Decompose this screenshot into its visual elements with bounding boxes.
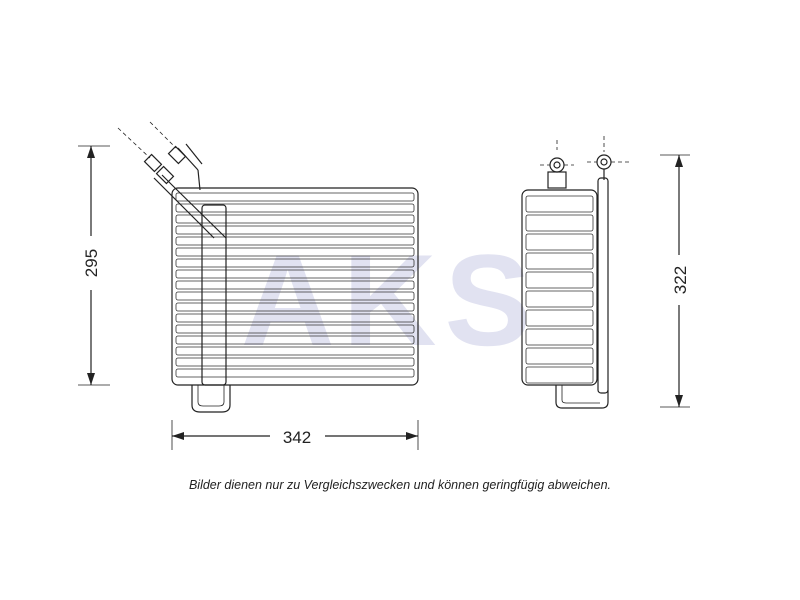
front-tube-row	[175, 269, 415, 279]
front-tube-rows	[175, 192, 415, 378]
pipe-fittings-front	[117, 121, 203, 191]
side-tube-row	[525, 328, 594, 346]
evaporator-side-view	[521, 136, 632, 409]
front-tube-row	[175, 324, 415, 334]
front-tube-row	[175, 192, 415, 202]
side-tube-row	[525, 214, 594, 232]
dimension-width-front: 342	[171, 420, 419, 450]
front-tube-row	[175, 291, 415, 301]
dimension-height-front: 295	[78, 145, 110, 386]
evaporator-front-view	[117, 121, 419, 413]
dimension-height-side: 322	[660, 154, 690, 408]
front-tube-row	[175, 357, 415, 367]
front-tube-row	[175, 368, 415, 378]
front-tube-row	[175, 247, 415, 257]
side-tube-row	[525, 195, 594, 213]
side-tube-row	[525, 233, 594, 251]
front-tube-row	[175, 313, 415, 323]
dimension-label-322: 322	[671, 266, 690, 294]
front-tube-row	[175, 214, 415, 224]
front-tube-row	[175, 203, 415, 213]
dimension-label-295: 295	[82, 249, 101, 277]
front-tube-row	[175, 346, 415, 356]
dimension-label-342: 342	[283, 428, 311, 447]
side-tube-row	[525, 309, 594, 327]
front-tube-row	[175, 225, 415, 235]
side-tube-row	[525, 290, 594, 308]
side-tube-rows	[525, 195, 594, 384]
front-tube-row	[175, 236, 415, 246]
side-tube-row	[525, 271, 594, 289]
front-tube-row	[175, 280, 415, 290]
disclaimer-caption: Bilder dienen nur zu Vergleichszwecken u…	[188, 478, 612, 492]
pipe-fittings-side	[540, 136, 632, 189]
front-tube-row	[175, 335, 415, 345]
front-tube-row	[175, 302, 415, 312]
side-tube-row	[525, 252, 594, 270]
side-tube-row	[525, 347, 594, 365]
side-tube-row	[525, 366, 594, 384]
front-tube-row	[175, 258, 415, 268]
